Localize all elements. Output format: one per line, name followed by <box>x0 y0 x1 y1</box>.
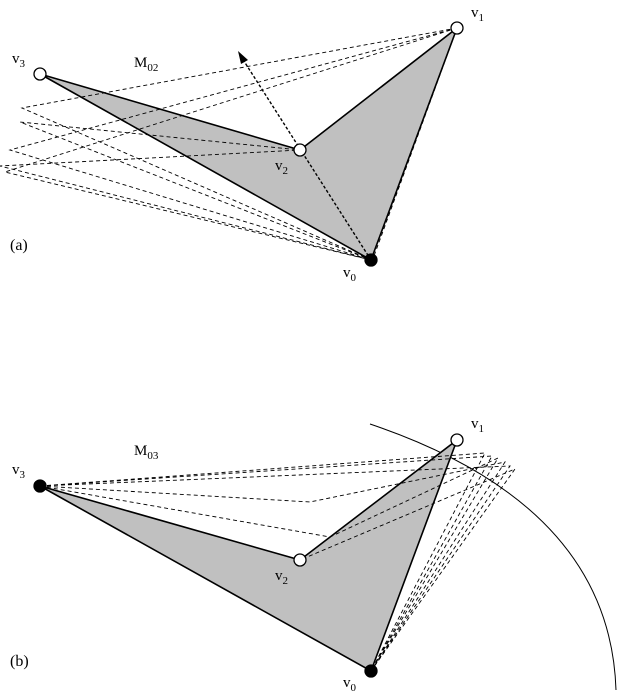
title-main: M <box>134 55 147 71</box>
vertex-v3-closed <box>33 479 47 493</box>
dashed-path <box>373 27 458 257</box>
vertex-name: v <box>275 568 283 584</box>
vertex-v3-open <box>33 67 47 81</box>
vertex-subscript: 0 <box>351 682 357 692</box>
vertex-v0-label: v0 <box>343 265 357 284</box>
dashed-path <box>20 27 458 261</box>
dashed-path <box>8 27 458 261</box>
vertex-v0-label: v0 <box>343 675 357 692</box>
title-subscript: 03 <box>147 450 159 462</box>
vertex-name: v <box>343 675 351 691</box>
quad-m03-shape <box>39 437 459 673</box>
vertex-v2-label: v2 <box>275 568 288 587</box>
panel-a-title: M02 <box>134 55 158 74</box>
vertex-name: v <box>471 416 479 432</box>
title-subscript: 02 <box>147 62 158 74</box>
panel-b-title: M03 <box>134 443 159 462</box>
panel-b-label: (b) <box>10 653 29 670</box>
panel-a: (a) M02 v3 v1 v2 v0 <box>0 5 484 284</box>
vertex-name: v <box>471 5 479 21</box>
dashed-path <box>39 465 511 672</box>
dashed-path <box>370 27 458 261</box>
vertex-v1-open <box>450 433 464 447</box>
panel-b: (b) M03 v3 v1 v2 v0 <box>10 416 617 692</box>
vertex-v1-label: v1 <box>471 5 484 24</box>
direction-arrow-head <box>238 51 248 64</box>
quad-m02-shape <box>39 25 459 262</box>
vertex-name: v <box>12 462 20 478</box>
title-main: M <box>134 443 147 459</box>
vertex-v3-label: v3 <box>12 462 26 481</box>
vertex-subscript: 0 <box>351 272 357 284</box>
vertex-v1-open <box>450 21 464 35</box>
vertex-v2-label: v2 <box>275 158 288 177</box>
vertex-subscript: 3 <box>20 58 26 70</box>
vertex-subscript: 2 <box>283 575 289 587</box>
vertex-v3-label: v3 <box>12 51 26 70</box>
vertex-v0-closed <box>364 664 378 678</box>
vertex-name: v <box>12 51 20 67</box>
vertex-subscript: 1 <box>479 423 485 435</box>
dashed-path <box>39 455 493 672</box>
dashed-path <box>39 456 500 672</box>
vertex-name: v <box>343 265 351 281</box>
dashed-path <box>39 461 506 672</box>
vertex-v1-label: v1 <box>471 416 484 435</box>
dashed-path <box>19 27 458 261</box>
panel-a-label: (a) <box>10 237 28 254</box>
dashed-path <box>39 467 517 672</box>
vertex-v0-closed <box>364 253 378 267</box>
vertex-v2-open <box>293 553 307 567</box>
dashed-candidate-paths-b <box>39 452 517 672</box>
bounding-arc <box>369 423 617 691</box>
dashed-candidate-paths-a <box>0 27 458 261</box>
vertex-subscript: 3 <box>20 469 26 481</box>
vertex-subscript: 1 <box>479 12 485 24</box>
vertex-v2-open <box>293 143 307 157</box>
vertex-subscript: 2 <box>283 165 289 177</box>
vertex-name: v <box>275 158 283 174</box>
dashed-path <box>39 452 486 672</box>
